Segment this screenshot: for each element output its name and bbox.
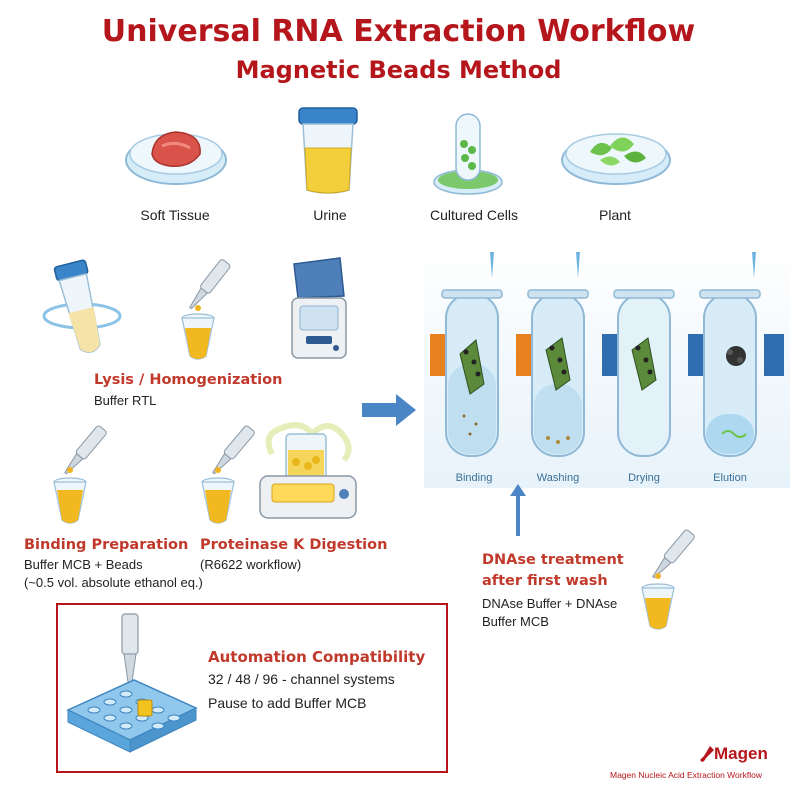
sample-label-urine: Urine bbox=[313, 207, 347, 223]
flow-arrow-right-icon bbox=[362, 394, 416, 426]
homogenizer-machine-icon bbox=[291, 257, 347, 359]
magen-logo-icon bbox=[700, 746, 714, 762]
urine-cup-icon bbox=[298, 107, 358, 194]
automation-title: Automation Compatibility bbox=[208, 648, 426, 666]
dnase-pipette-tube-icon bbox=[641, 529, 695, 630]
proteinase-line1: (R6622 workflow) bbox=[200, 557, 302, 572]
brand-tagline: Magen Nucleic Acid Extraction Workflow bbox=[610, 770, 762, 780]
stage-label-elution: Elution bbox=[713, 472, 747, 484]
binding-prep-title: Binding Preparation bbox=[24, 537, 189, 553]
automation-line1: 32 / 48 / 96 - channel systems bbox=[208, 671, 395, 687]
heat-block-icon bbox=[259, 422, 357, 519]
brand-name: Magen bbox=[714, 744, 768, 763]
dnase-title-line1: DNAse treatment bbox=[482, 552, 624, 568]
dnase-arrow-up-icon bbox=[510, 484, 526, 536]
binding-pipette-tube-icon bbox=[53, 425, 107, 524]
soft-tissue-dish-icon bbox=[125, 131, 227, 185]
binding-prep-line1: Buffer MCB + Beads bbox=[24, 557, 143, 572]
sample-label-soft-tissue: Soft Tissue bbox=[140, 207, 210, 223]
page-subtitle: Magnetic Beads Method bbox=[235, 56, 562, 84]
dnase-title-line2: after first wash bbox=[482, 573, 608, 589]
rotating-tube-icon bbox=[42, 259, 122, 353]
dnase-line2: Buffer MCB bbox=[482, 614, 549, 629]
sample-label-plant: Plant bbox=[599, 207, 631, 223]
automation-line2: Pause to add Buffer MCB bbox=[208, 695, 367, 711]
lysis-buffer-text: Buffer RTL bbox=[94, 393, 157, 408]
proteinase-pipette-tube-icon bbox=[201, 425, 255, 524]
dnase-line1: DNAse Buffer + DNAse bbox=[482, 596, 618, 611]
plate-dispenser-icon bbox=[66, 613, 198, 753]
page-title: Universal RNA Extraction Workflow bbox=[101, 14, 696, 49]
lysis-title: Lysis / Homogenization bbox=[94, 372, 283, 388]
sample-label-cultured-cells: Cultured Cells bbox=[430, 207, 518, 223]
binding-prep-line2: (~0.5 vol. absolute ethanol eq.) bbox=[24, 575, 203, 590]
pipette-microtube-icon bbox=[181, 259, 231, 360]
proteinase-title: Proteinase K Digestion bbox=[200, 537, 388, 553]
stage-label-drying: Drying bbox=[628, 472, 660, 484]
plant-dish-icon bbox=[561, 133, 671, 185]
stage-label-washing: Washing bbox=[536, 472, 580, 484]
stage-label-binding: Binding bbox=[455, 472, 493, 484]
magnetic-tubes-panel bbox=[424, 244, 790, 488]
cultured-cells-tube-icon bbox=[433, 113, 503, 195]
